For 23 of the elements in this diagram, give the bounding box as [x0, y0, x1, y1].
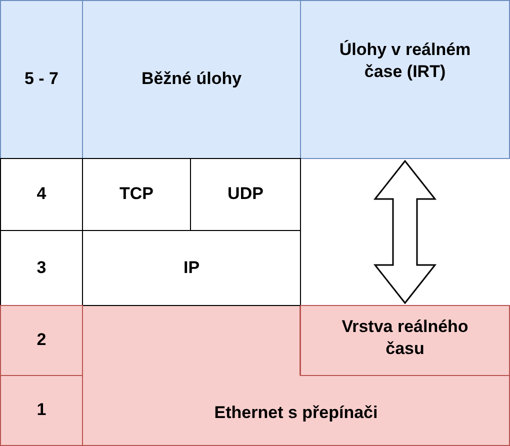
table-cell — [300, 0, 510, 159]
layer-number: 2 — [36, 329, 46, 352]
table-cell — [300, 305, 510, 376]
layer-label: Ethernet s přepínači — [214, 402, 378, 424]
layer-label: Běžné úlohy — [141, 68, 242, 90]
protocol-label: IP — [183, 256, 200, 279]
table-cell — [0, 158, 83, 231]
layer-label: Vrstva reálného času — [340, 316, 470, 360]
protocol-label: UDP — [228, 183, 264, 206]
table-cell — [82, 230, 301, 306]
table-cell — [82, 0, 301, 159]
table-cell — [0, 0, 83, 159]
table-cell — [0, 375, 83, 446]
layer-number: 4 — [36, 183, 46, 206]
double-arrow — [373, 160, 437, 304]
table-cell — [190, 158, 301, 231]
layer-label: Úlohy v reálném čase (IRT) — [338, 39, 472, 84]
protocol-label: TCP — [120, 183, 154, 206]
table-cell — [0, 305, 83, 376]
layer-number: 1 — [36, 399, 46, 422]
cell-background — [82, 305, 510, 446]
layer-number: 3 — [36, 256, 46, 279]
layer-number: 5 - 7 — [24, 68, 59, 90]
